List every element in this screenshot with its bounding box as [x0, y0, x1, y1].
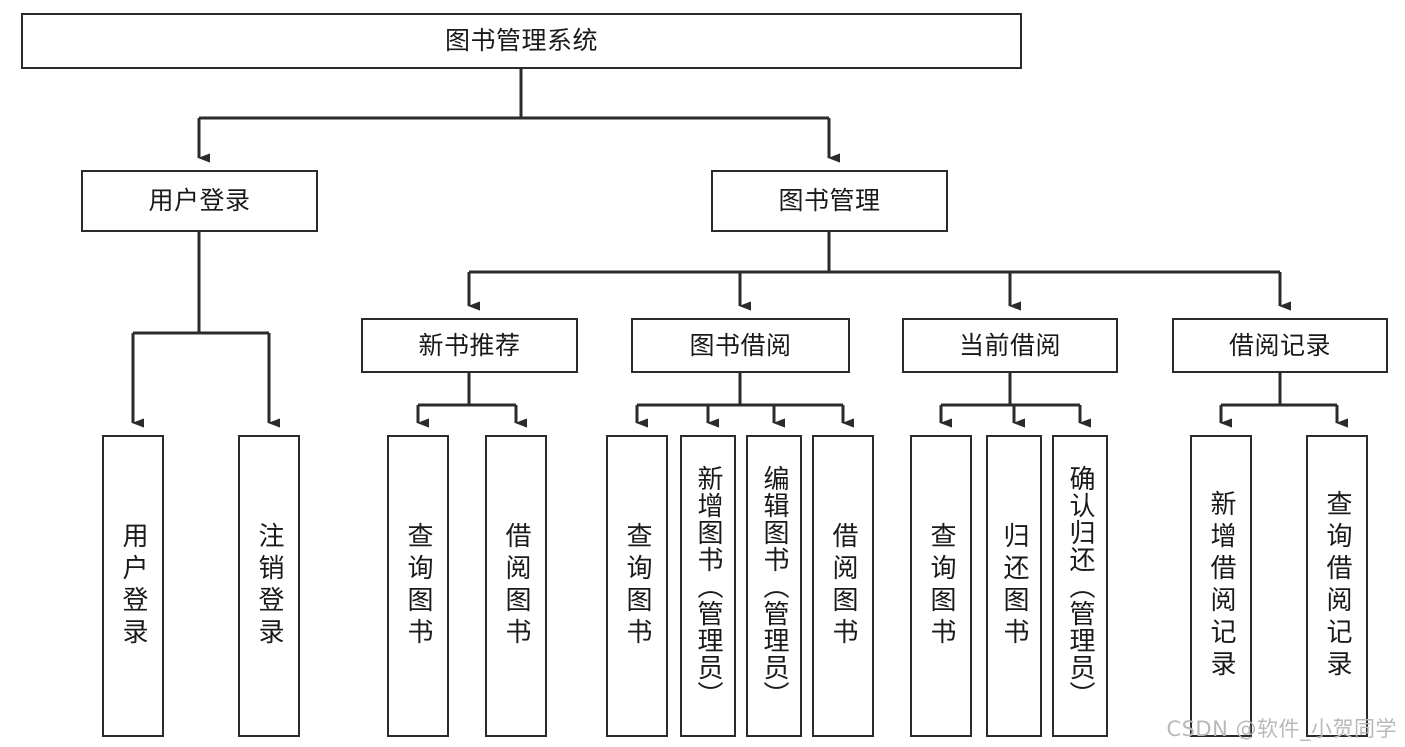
node-label-book-manage: 图书管理 [778, 186, 881, 216]
leaf-node-leaf-user-login[interactable]: 用户登录 [102, 435, 164, 737]
node-label-root: 图书管理系统 [444, 26, 598, 56]
conn-newbook-bus-bus [418, 373, 516, 407]
node-label-borrow-record: 借阅记录 [1228, 330, 1331, 360]
node-label-leaf-borrow-book-rec: 借阅图书 [501, 522, 531, 650]
connector-group [131, 69, 1348, 428]
root-node-root[interactable]: 图书管理系统 [21, 13, 1022, 69]
node-label-leaf-query-book-rec: 查询图书 [403, 522, 433, 650]
level3-node-new-book-recommend[interactable]: 新书推荐 [361, 318, 578, 373]
level2-node-user-login[interactable]: 用户登录 [81, 170, 318, 232]
node-label-leaf-add-record: 新增借阅记录 [1206, 490, 1236, 682]
leaf-node-leaf-query-book-borrow[interactable]: 查询图书 [606, 435, 668, 737]
conn-bookborrow-bus-bus [637, 373, 843, 407]
leaf-node-leaf-borrow-book-rec[interactable]: 借阅图书 [485, 435, 547, 737]
node-label-leaf-confirm-return: 确认归还（管理员） [1065, 464, 1095, 708]
leaf-node-leaf-confirm-return[interactable]: 确认归还（管理员） [1052, 435, 1108, 737]
node-label-leaf-query-book-borrow: 查询图书 [622, 522, 652, 650]
leaf-node-leaf-return-book[interactable]: 归还图书 [986, 435, 1042, 737]
conn-root-bus-bus [199, 69, 829, 120]
conn-record-bus-bus [1221, 373, 1337, 407]
node-label-leaf-query-book-cur: 查询图书 [926, 522, 956, 650]
node-label-user-login: 用户登录 [148, 186, 251, 216]
leaf-node-leaf-add-book[interactable]: 新增图书（管理员） [680, 435, 736, 737]
leaf-node-leaf-add-record[interactable]: 新增借阅记录 [1190, 435, 1252, 737]
conn-current-bus-bus [941, 373, 1080, 407]
node-label-leaf-user-login: 用户登录 [118, 522, 148, 650]
watermark-text: CSDN @软件_小贺同学 [1166, 717, 1397, 741]
level3-node-book-borrow[interactable]: 图书借阅 [631, 318, 850, 373]
leaf-node-leaf-query-book-rec[interactable]: 查询图书 [387, 435, 449, 737]
leaf-node-leaf-borrow-book[interactable]: 借阅图书 [812, 435, 874, 737]
leaf-node-leaf-edit-book[interactable]: 编辑图书（管理员） [746, 435, 802, 737]
conn-user-login-bus-bus [133, 232, 269, 335]
node-label-leaf-edit-book: 编辑图书（管理员） [759, 464, 789, 708]
node-label-leaf-return-book: 归还图书 [999, 522, 1029, 650]
level3-node-current-borrow[interactable]: 当前借阅 [902, 318, 1118, 373]
leaf-node-leaf-query-book-cur[interactable]: 查询图书 [910, 435, 972, 737]
node-label-book-borrow: 图书借阅 [689, 330, 792, 360]
conn-book-manage-bus-bus [469, 232, 1280, 274]
leaf-node-leaf-user-logout[interactable]: 注销登录 [238, 435, 300, 737]
node-label-leaf-query-record: 查询借阅记录 [1322, 490, 1352, 682]
leaf-node-leaf-query-record[interactable]: 查询借阅记录 [1306, 435, 1368, 737]
node-label-leaf-borrow-book: 借阅图书 [828, 522, 858, 650]
level3-node-borrow-record[interactable]: 借阅记录 [1172, 318, 1388, 373]
level2-node-book-manage[interactable]: 图书管理 [711, 170, 948, 232]
node-label-current-borrow: 当前借阅 [958, 330, 1061, 360]
node-label-leaf-user-logout: 注销登录 [254, 522, 284, 650]
node-label-new-book-recommend: 新书推荐 [418, 330, 521, 360]
node-label-leaf-add-book: 新增图书（管理员） [693, 464, 723, 708]
